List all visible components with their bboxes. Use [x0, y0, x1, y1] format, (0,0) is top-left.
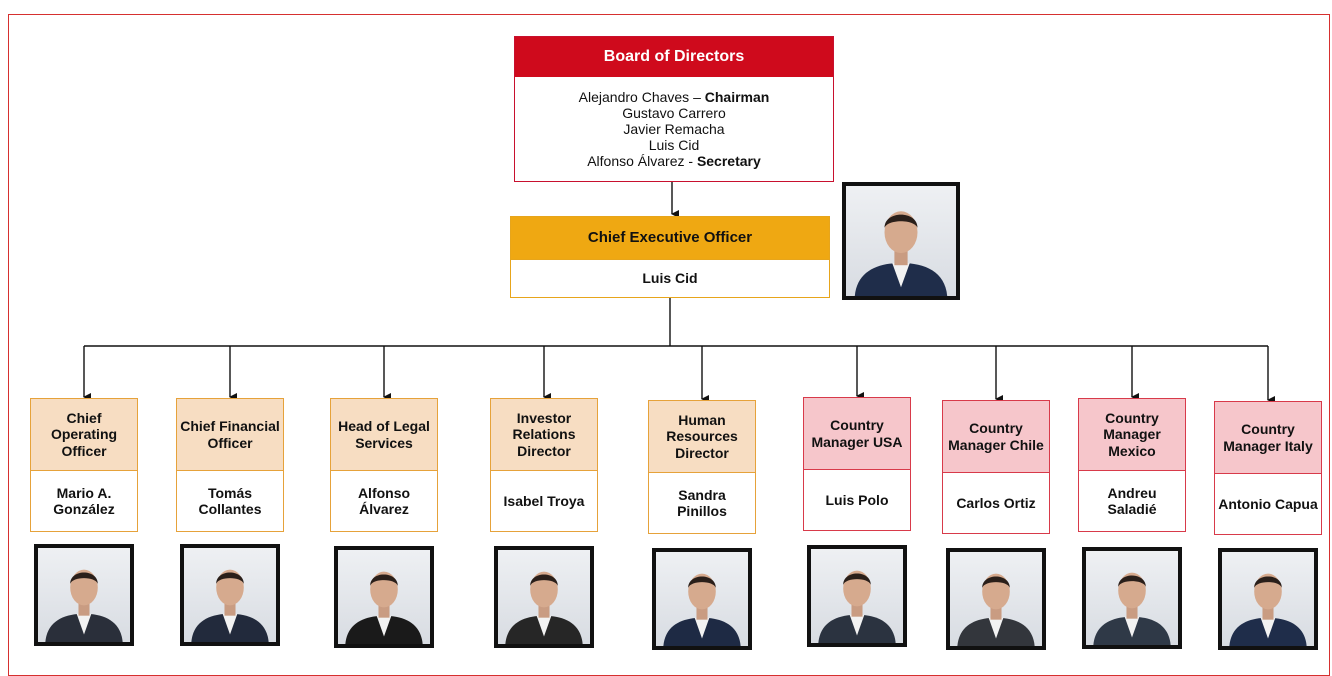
manager-name: Sandra Pinillos [677, 486, 727, 519]
board-of-directors-box: Board of Directors Alejandro Chaves – Ch… [514, 36, 834, 182]
board-member: Gustavo Carrero [622, 104, 726, 121]
manager-title: Country Manager USA [804, 398, 910, 470]
manager-box: Country Manager USA Luis Polo [803, 397, 911, 531]
manager-title: Country Manager Mexico [1079, 399, 1185, 471]
manager-title: Investor Relations Director [491, 399, 597, 471]
person-portrait-icon [842, 182, 960, 300]
manager-name: Andreu Saladié [1107, 484, 1157, 517]
manager-title: Chief Financial Officer [177, 399, 283, 471]
board-title: Board of Directors [515, 37, 833, 77]
manager-title: Chief Operating Officer [31, 399, 137, 471]
person-portrait-icon [180, 544, 280, 646]
manager-name: Luis Polo [825, 491, 889, 508]
person-portrait-icon [807, 545, 907, 647]
manager-name: Antonio Capua [1218, 495, 1318, 512]
board-member: Javier Remacha [623, 120, 725, 137]
ceo-box: Chief Executive Officer Luis Cid [510, 216, 830, 298]
manager-name: Isabel Troya [503, 492, 585, 509]
board-member: Alfonso Álvarez - Secretary [587, 153, 761, 170]
person-portrait-icon [34, 544, 134, 646]
person-portrait-icon [494, 546, 594, 648]
ceo-name: Luis Cid [511, 259, 829, 297]
board-member: Luis Cid [648, 137, 700, 154]
manager-name: Mario A. González [53, 484, 115, 517]
person-portrait-icon [652, 548, 752, 650]
manager-title: Head of Legal Services [331, 399, 437, 471]
board-member: Alejandro Chaves – Chairman [578, 88, 770, 105]
manager-title: Country Manager Chile [943, 401, 1049, 473]
person-portrait-icon [1082, 547, 1182, 649]
person-portrait-icon [334, 546, 434, 648]
person-portrait-icon [1218, 548, 1318, 650]
ceo-title: Chief Executive Officer [511, 217, 829, 259]
manager-title: Human Resources Director [649, 401, 755, 473]
manager-name: Carlos Ortiz [956, 494, 1036, 511]
manager-name: Tomás Collantes [198, 484, 262, 517]
manager-name: Alfonso Álvarez [357, 484, 411, 517]
manager-title: Country Manager Italy [1215, 402, 1321, 474]
board-members: Alejandro Chaves – Chairman Gustavo Carr… [515, 77, 833, 181]
person-portrait-icon [946, 548, 1046, 650]
